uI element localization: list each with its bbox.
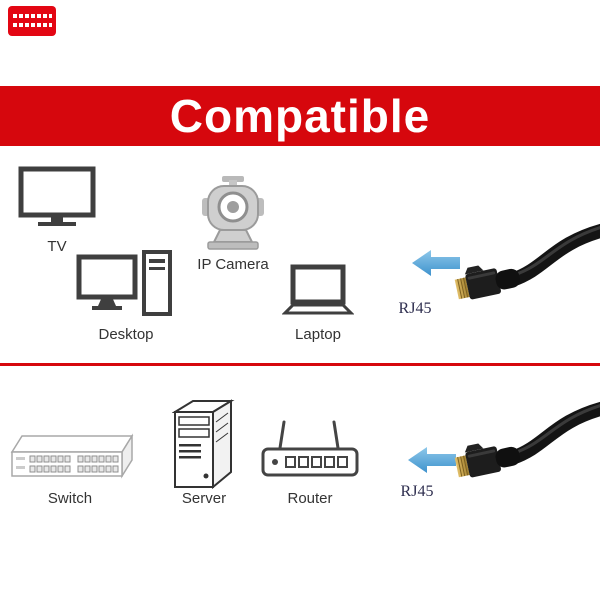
device-label-server: Server <box>181 490 227 507</box>
rj45-cable-photo <box>454 401 600 478</box>
ip-camera-icon <box>202 176 264 250</box>
rj45-label: RJ45 <box>400 483 434 500</box>
banner: Compatible <box>0 86 600 146</box>
device-label-laptop: Laptop <box>295 326 341 343</box>
banner-title: Compatible <box>169 90 431 142</box>
left-arrow-icon <box>412 250 460 276</box>
device-label-desktop: Desktop <box>98 326 154 343</box>
device-label-router: Router <box>287 490 333 507</box>
laptop-icon <box>282 264 354 315</box>
device-label-switch: Switch <box>47 490 93 507</box>
left-arrow-icon <box>408 447 456 473</box>
rj45-cable-photo <box>454 223 600 300</box>
desktop-icon <box>76 250 172 316</box>
device-label-ip-camera: IP Camera <box>197 256 269 273</box>
tv-icon <box>18 166 96 226</box>
rj45-label: RJ45 <box>398 300 432 317</box>
section-divider <box>0 363 600 366</box>
router-icon <box>261 420 359 477</box>
brand-logo-icon <box>8 6 56 36</box>
switch-icon <box>10 433 134 479</box>
device-label-tv: TV <box>47 238 67 255</box>
server-icon <box>172 399 235 490</box>
